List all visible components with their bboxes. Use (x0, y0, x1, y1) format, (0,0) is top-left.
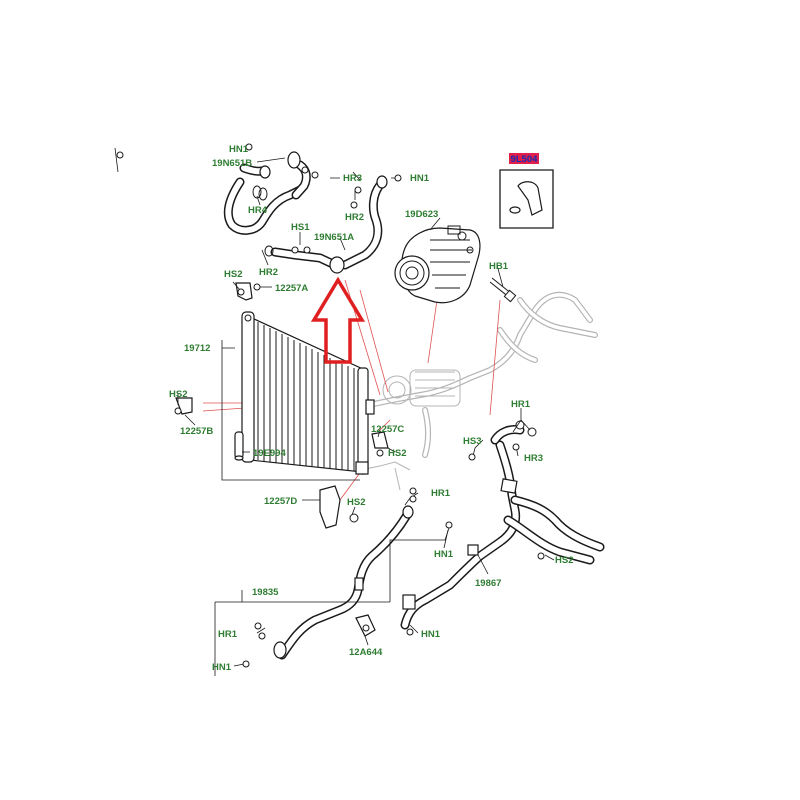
valve-12a644 (355, 614, 376, 637)
callout-9l504: 9L504 (509, 153, 539, 165)
label-19835: 19835 (252, 587, 279, 598)
label-hr3-right: HR3 (524, 453, 543, 464)
label-hr1-mid: HR1 (431, 488, 451, 499)
drier-19e994 (234, 431, 244, 461)
label-12257a: 12257A (275, 283, 308, 294)
label-12257c: 12257C (371, 424, 404, 435)
inset-9l504 (499, 169, 554, 229)
label-12257b: 12257B (180, 426, 213, 437)
label-hs2-right: HS2 (555, 555, 573, 566)
bolt-hb1 (489, 277, 517, 303)
label-19712: 19712 (184, 343, 210, 354)
up-arrow-icon (310, 276, 366, 364)
fasteners (116, 143, 545, 668)
part-labels: HN1 19N651B HR3 HN1 HR4 HR2 19D623 HS1 1… (169, 144, 573, 673)
label-hr3-top: HR3 (343, 173, 362, 184)
label-19d623: 19D623 (405, 209, 438, 220)
hose-19867 (400, 420, 605, 630)
label-hr1-low: HR1 (218, 629, 238, 640)
label-hs2-a: HS2 (224, 269, 242, 280)
label-19n651b: 19N651B (212, 158, 252, 169)
label-hs3: HS3 (463, 436, 481, 447)
label-hn1-top: HN1 (229, 144, 249, 155)
label-hb1: HB1 (489, 261, 509, 272)
label-hn1-low-right: HN1 (421, 629, 441, 640)
compressor-19d623 (394, 225, 481, 304)
label-hr4: HR4 (248, 205, 268, 216)
callout-9l504-label: 9L504 (511, 154, 539, 165)
label-12a644: 12A644 (349, 647, 383, 658)
label-hs1: HS1 (291, 222, 310, 233)
bracket-12257d (319, 485, 359, 529)
label-19e994: 19E994 (253, 448, 286, 459)
hose-19n651b (223, 151, 319, 235)
label-19867: 19867 (475, 578, 501, 589)
label-hs2-c: HS2 (388, 448, 406, 459)
label-hr2-top: HR2 (345, 212, 364, 223)
label-hs2-d: HS2 (347, 497, 365, 508)
label-hs2-left: HS2 (169, 389, 187, 400)
ghost-compressor (382, 369, 461, 407)
label-hn1-low-left: HN1 (212, 662, 232, 673)
bracket-12257b (174, 397, 193, 415)
hose-19835 (273, 505, 414, 660)
ghost-engine-reference (359, 291, 598, 491)
label-hr2-left: HR2 (259, 267, 278, 278)
label-19n651a: 19N651A (314, 232, 354, 243)
label-12257d: 12257D (264, 496, 297, 507)
condenser-19712 (241, 311, 375, 475)
label-hr1-right: HR1 (511, 399, 531, 410)
hose-19n651a (264, 175, 388, 274)
label-hn1-mid: HN1 (434, 549, 454, 560)
label-hn1-right: HN1 (410, 173, 430, 184)
label-leaders (114, 147, 555, 676)
